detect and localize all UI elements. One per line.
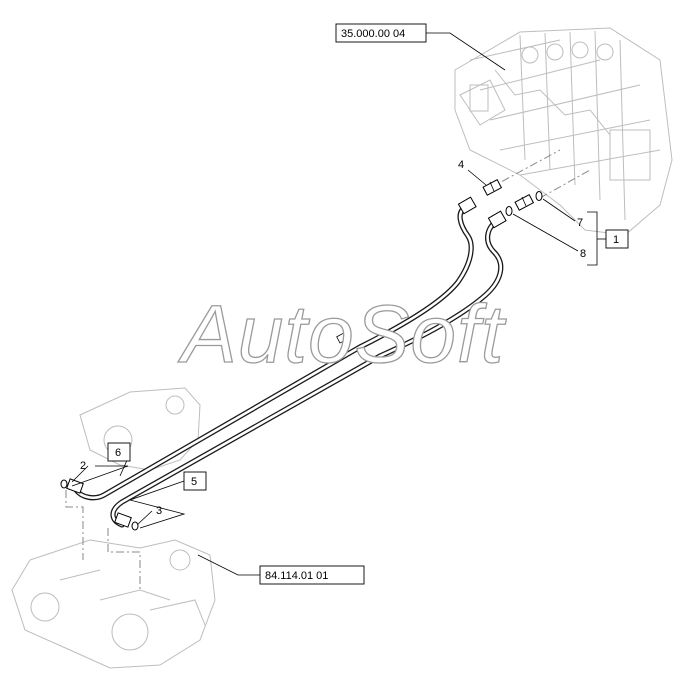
callout-5-label: 5 <box>191 476 197 488</box>
adapter-fitting-8 <box>514 194 535 211</box>
item-number-4: 4 <box>458 159 464 171</box>
pipe-nut-lower <box>487 210 507 229</box>
chassis-reference-box[interactable]: 84.114.01 01 <box>259 565 365 585</box>
callout-box-5[interactable]: 5 <box>183 471 207 491</box>
item-number-3: 3 <box>156 505 162 517</box>
callout-6-label: 6 <box>115 447 121 459</box>
pipe-nut-upper <box>457 196 477 215</box>
item-number-2: 2 <box>80 460 86 472</box>
adapter-fitting-4 <box>482 179 503 196</box>
item-number-7: 7 <box>577 217 583 229</box>
control-valve-ghost <box>454 27 673 236</box>
pipe-clip <box>336 331 350 344</box>
callout-1-label: 1 <box>613 234 619 246</box>
item-number-8: 8 <box>580 248 586 260</box>
o-ring-7 <box>535 191 543 201</box>
pipe-end-fitting-3 <box>114 512 139 531</box>
connection-guides <box>65 149 591 590</box>
callout-box-1[interactable]: 1 <box>605 229 629 249</box>
hydraulic-pipe-lower <box>110 217 504 528</box>
chassis-ghost <box>11 387 216 669</box>
valve-reference-label: 35.000.00 04 <box>341 28 405 40</box>
pipe-end-fitting-2 <box>60 478 84 494</box>
watermark: AutoSoft <box>177 289 507 380</box>
hydraulic-pipe-upper <box>73 204 474 501</box>
callout-box-6[interactable]: 6 <box>107 442 131 462</box>
chassis-reference-label: 84.114.01 01 <box>265 570 328 582</box>
o-ring-8 <box>505 206 513 216</box>
valve-reference-box[interactable]: 35.000.00 04 <box>335 23 427 43</box>
